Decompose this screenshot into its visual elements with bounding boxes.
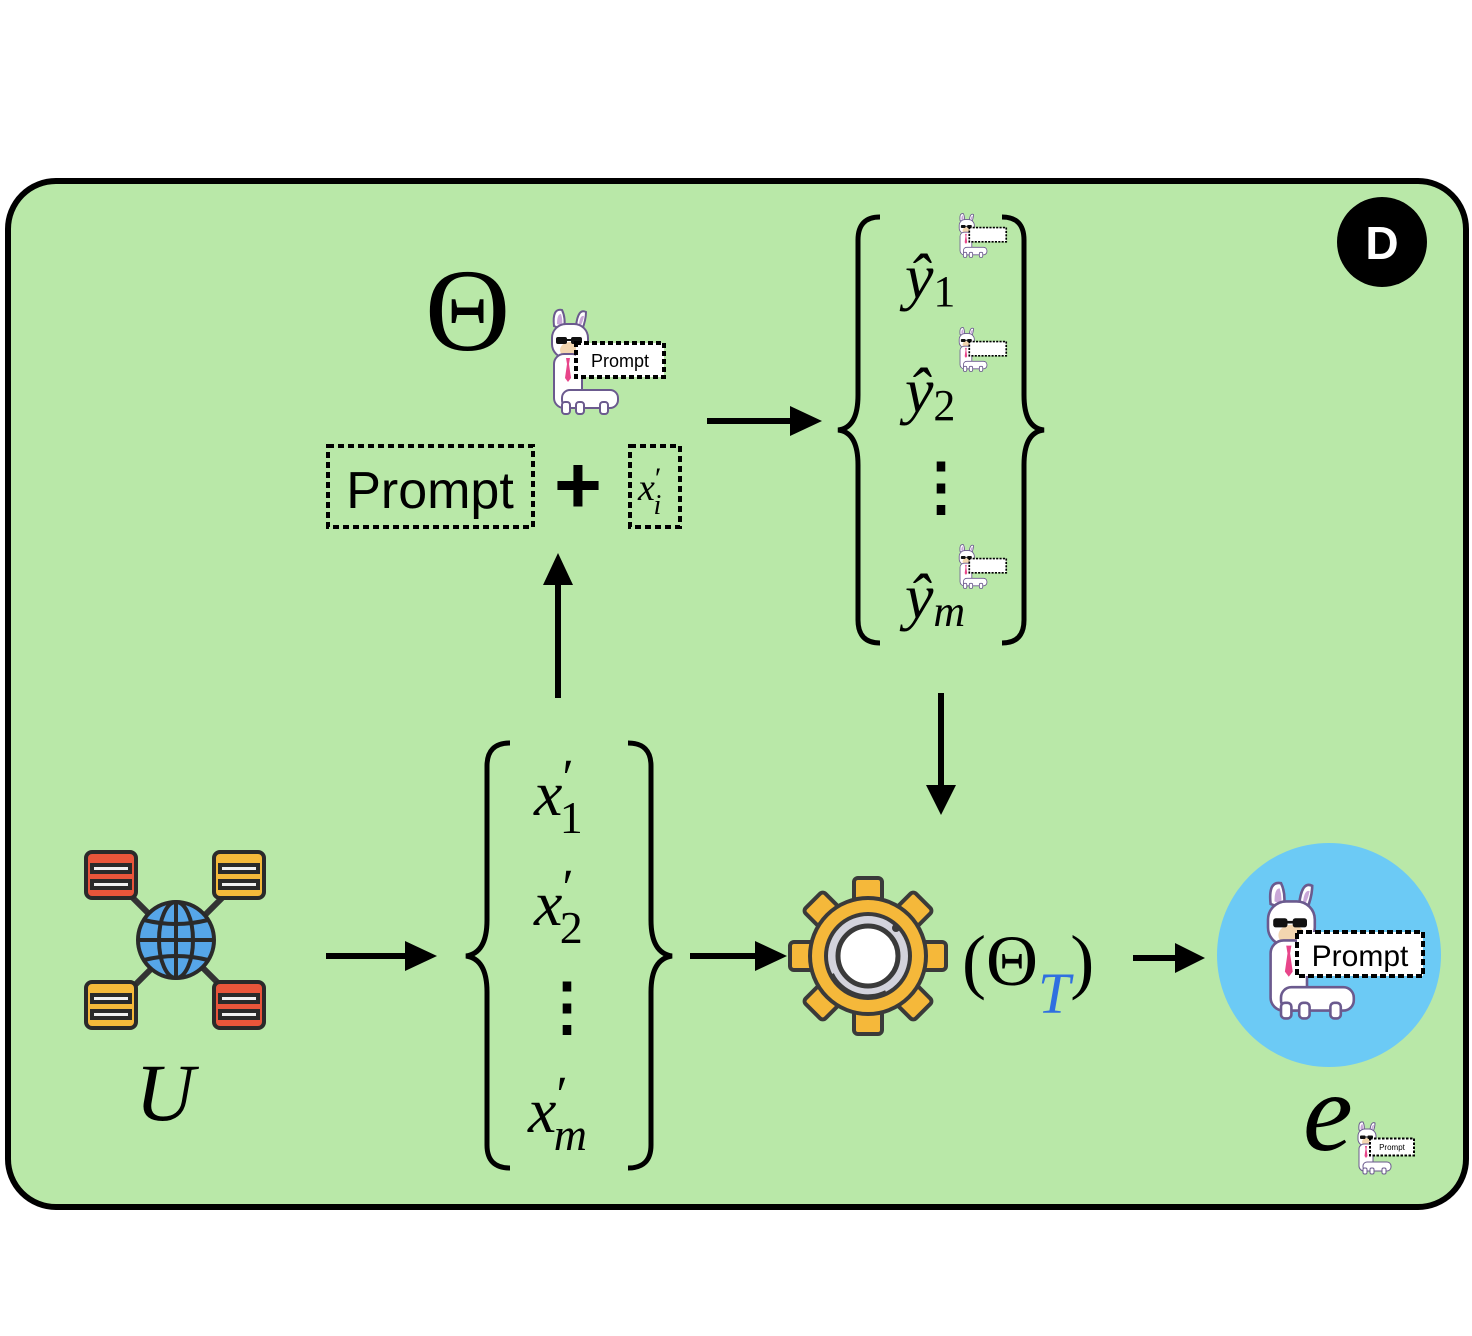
tuned-open-paren: ( xyxy=(962,921,986,1001)
svg-text:x′m: x′m xyxy=(527,1067,587,1160)
svg-text:ŷ2: ŷ2 xyxy=(899,355,955,430)
svg-text:ŷm: ŷm xyxy=(899,561,965,636)
server-top-right xyxy=(212,850,266,900)
result-prompt-label: Prompt xyxy=(1312,940,1409,973)
theta-symbol: Θ xyxy=(425,245,510,376)
result-label: e xyxy=(1303,1051,1353,1175)
xm-symbol: x xyxy=(527,1075,556,1146)
y1-llama-icon xyxy=(958,213,1008,258)
result-label-llama-icon: Prompt xyxy=(1357,1121,1415,1175)
result-prompt-box: Prompt xyxy=(1295,930,1425,978)
svg-text:x′2: x′2 xyxy=(533,860,583,953)
samples-set xyxy=(465,740,673,1171)
xi-box: x′i xyxy=(628,444,682,529)
outputs-ellipsis: ⋮ xyxy=(909,451,973,522)
arrow-to-prompt xyxy=(543,553,573,698)
globe-icon xyxy=(136,900,216,980)
y1-symbol: ŷ xyxy=(899,241,934,312)
xi-prime: ′ xyxy=(655,462,662,495)
tuned-subscript: T xyxy=(1038,961,1074,1026)
x2-subscript: 2 xyxy=(560,902,583,953)
xi-symbol: x xyxy=(637,467,655,509)
arrow-to-outputs xyxy=(707,406,822,436)
plus-sign: + xyxy=(554,440,602,531)
tuned-close-paren: ) xyxy=(1070,921,1094,1001)
prompt-box: Prompt xyxy=(326,444,535,529)
prompt-box-label: Prompt xyxy=(346,462,514,520)
source-label: U xyxy=(135,1047,199,1138)
theta-llama-icon: Prompt xyxy=(551,308,666,415)
svg-text:(ΘT): (ΘT) xyxy=(962,921,1094,1026)
server-bottom-right xyxy=(212,980,266,1030)
arrow-to-gear xyxy=(926,693,956,815)
panel-badge: D xyxy=(1337,197,1427,287)
samples-left-brace xyxy=(465,740,511,1171)
x1-prime: ′ xyxy=(562,750,573,807)
database-network-icon xyxy=(84,850,266,1030)
samples-right-brace xyxy=(627,740,673,1171)
theta-llama-prompt: Prompt xyxy=(591,351,649,371)
ym-symbol: ŷ xyxy=(899,561,934,632)
outputs-left-brace xyxy=(837,214,881,646)
x1-subscript: 1 xyxy=(560,792,583,843)
svg-text:x′i: x′i xyxy=(637,462,661,521)
panel-badge-label: D xyxy=(1365,217,1398,269)
xi-subscript: i xyxy=(653,490,661,521)
result-label-prompt: Prompt xyxy=(1379,1143,1406,1152)
gear-icon xyxy=(788,876,948,1036)
y2-symbol: ŷ xyxy=(899,355,934,426)
y1-subscript: 1 xyxy=(933,267,955,316)
y2-llama-icon xyxy=(958,327,1008,372)
samples-ellipsis: ⋮ xyxy=(535,971,599,1042)
arrow-to-result xyxy=(1133,943,1205,973)
arrow-samples-to-gear xyxy=(690,941,787,971)
svg-text:ŷ1: ŷ1 xyxy=(899,241,955,316)
xm-prime: ′ xyxy=(556,1067,567,1124)
y2-subscript: 2 xyxy=(933,381,955,430)
outputs-set xyxy=(837,214,1045,646)
xm-subscript: m xyxy=(554,1109,587,1160)
panel-background xyxy=(5,178,1469,1210)
svg-text:x′1: x′1 xyxy=(533,750,583,843)
arrow-to-samples xyxy=(326,941,437,971)
ym-llama-icon xyxy=(958,544,1008,589)
server-top-left xyxy=(84,850,138,900)
outputs-right-brace xyxy=(1001,214,1045,646)
ym-subscript: m xyxy=(933,587,965,636)
x1-symbol: x xyxy=(533,758,562,829)
tuned-theta: Θ xyxy=(986,921,1038,1001)
server-bottom-left xyxy=(84,980,138,1030)
x2-symbol: x xyxy=(533,868,562,939)
x2-prime: ′ xyxy=(562,860,573,917)
